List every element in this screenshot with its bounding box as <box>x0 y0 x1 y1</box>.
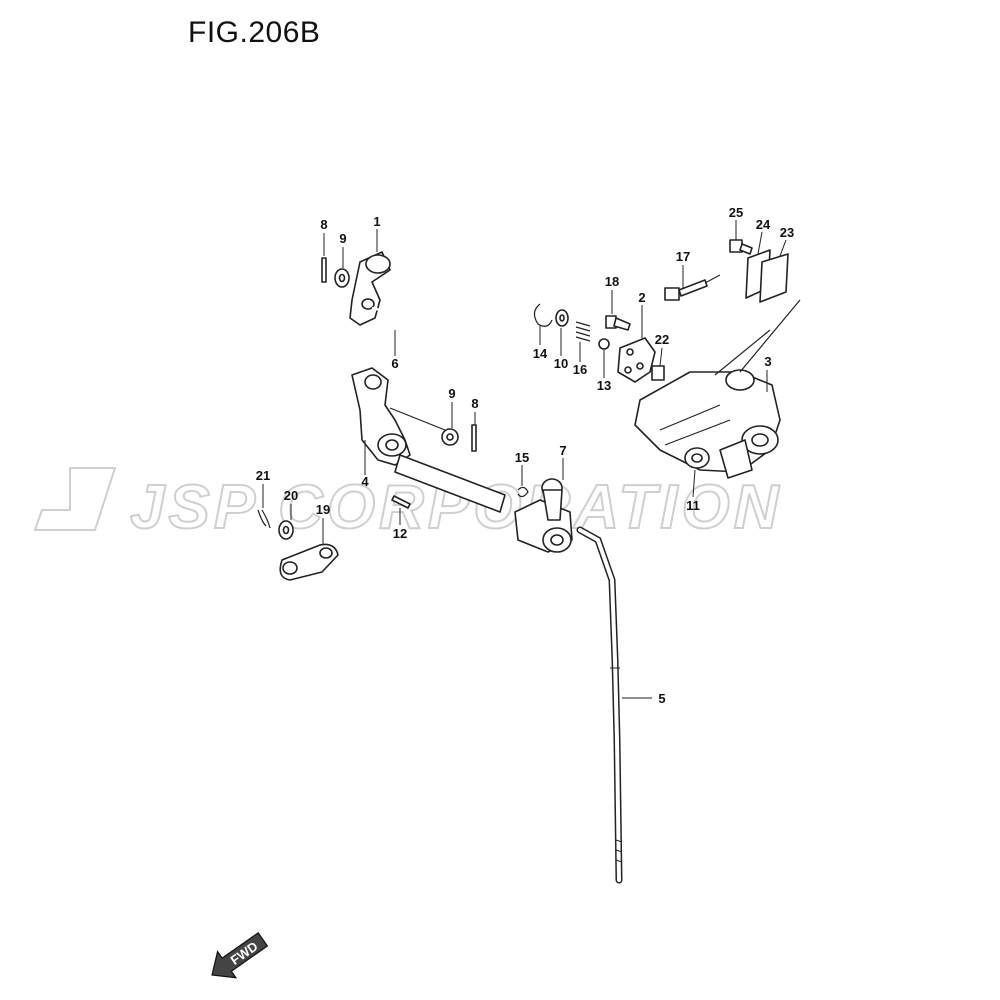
part-9-lower <box>441 428 459 446</box>
part-18-bolt <box>605 315 631 331</box>
part-11-washer <box>684 447 710 469</box>
callout-6: 6 <box>391 356 398 371</box>
callout-2: 2 <box>638 290 645 305</box>
fwd-arrow: FWD <box>211 932 269 979</box>
part-20-washer <box>278 520 294 540</box>
part-7-clamp <box>514 478 573 553</box>
callout-19: 19 <box>316 502 330 517</box>
callout-12: 12 <box>393 526 407 541</box>
part-2-plate <box>617 337 656 383</box>
callout-3: 3 <box>764 354 771 369</box>
callout-23: 23 <box>780 225 794 240</box>
callout-labels: 1 2 3 4 5 6 7 8 8 9 9 10 11 12 13 14 15 … <box>256 205 794 706</box>
part-9-upper <box>334 268 350 288</box>
callout-1: 1 <box>373 214 380 229</box>
callout-15: 15 <box>515 450 529 465</box>
callout-13: 13 <box>597 378 611 393</box>
part-5-long-rod <box>576 526 623 884</box>
callout-4: 4 <box>361 474 369 489</box>
callout-9-lower: 9 <box>448 386 455 401</box>
callout-14: 14 <box>533 346 548 361</box>
figure-title: FIG.206B <box>188 16 321 49</box>
part-6-rod <box>309 306 422 372</box>
part-15-clip <box>517 486 529 498</box>
part-4-shift-lever <box>351 367 506 513</box>
callout-20: 20 <box>284 488 298 503</box>
callout-8-lower: 8 <box>471 396 478 411</box>
part-25-bolt <box>729 239 753 255</box>
callout-18: 18 <box>605 274 619 289</box>
part-17-bolt <box>664 274 721 301</box>
part-3-housing <box>634 299 801 479</box>
part-10-washer <box>555 309 569 327</box>
part-8-upper <box>321 257 327 283</box>
leader-lines <box>262 220 787 699</box>
callout-9-upper: 9 <box>339 231 346 246</box>
callout-7: 7 <box>559 443 566 458</box>
callout-21: 21 <box>256 468 270 483</box>
callout-17: 17 <box>676 249 690 264</box>
part-8-lower <box>471 424 477 452</box>
part-22-cylinder <box>651 365 665 381</box>
part-12-pin <box>391 495 411 509</box>
callout-24: 24 <box>756 217 771 232</box>
part-13-ball <box>598 338 610 350</box>
part-1-lever <box>349 251 391 326</box>
part-23-bracket <box>759 253 789 303</box>
part-16-spring <box>575 321 591 342</box>
callout-22: 22 <box>655 332 669 347</box>
callout-10: 10 <box>554 356 568 371</box>
callout-5: 5 <box>658 691 665 706</box>
callout-25: 25 <box>729 205 743 220</box>
part-21-cotter <box>257 509 271 529</box>
part-19-link-arm <box>279 543 339 581</box>
callout-8-upper: 8 <box>320 217 327 232</box>
callout-11: 11 <box>686 498 700 513</box>
part-14-circlip <box>533 303 553 327</box>
callout-16: 16 <box>573 362 587 377</box>
